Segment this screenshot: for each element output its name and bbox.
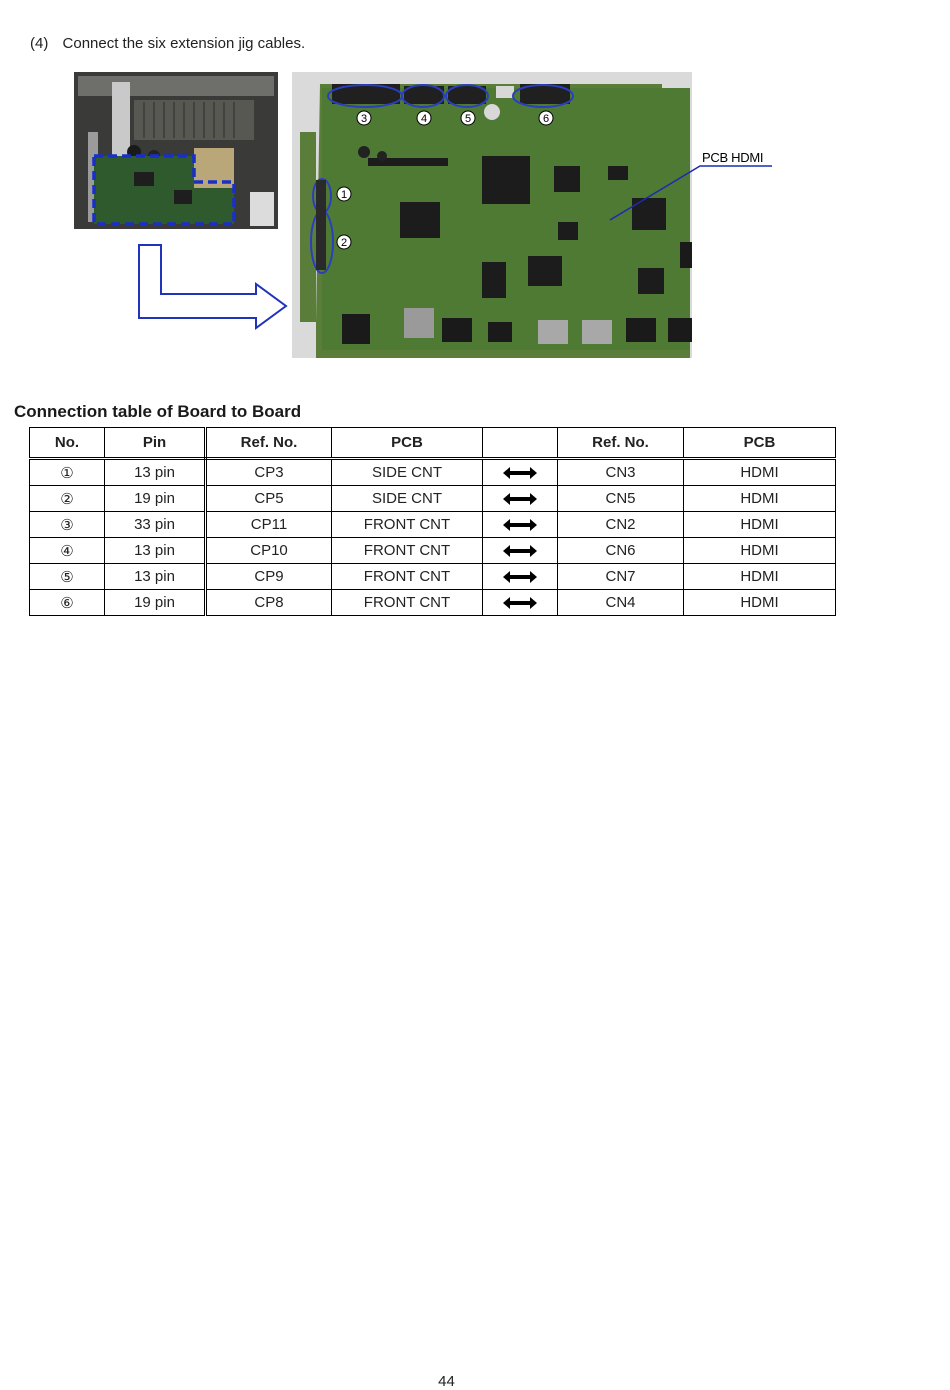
cell-ref-no-2: CN4 xyxy=(557,589,684,616)
cell-pcb-1: SIDE CNT xyxy=(331,458,483,486)
cell-pcb-2: HDMI xyxy=(683,485,836,512)
cell-ref-no-2: CN2 xyxy=(557,511,684,538)
cell-no: ⑤ xyxy=(29,563,105,590)
header-no: No. xyxy=(29,427,105,460)
svg-text:2: 2 xyxy=(341,237,347,249)
cell-pcb-1: FRONT CNT xyxy=(331,537,483,564)
flow-arrow xyxy=(138,244,288,330)
cell-ref-no-1: CP11 xyxy=(205,511,332,538)
svg-text:6: 6 xyxy=(543,113,549,125)
header-pcb-1: PCB xyxy=(331,427,483,460)
header-ref-no-2: Ref. No. xyxy=(557,427,684,460)
cell-no: ① xyxy=(29,458,105,486)
table-header-row: No. Pin Ref. No. PCB Ref. No. PCB xyxy=(29,427,836,460)
cell-arrow xyxy=(482,485,558,512)
header-pin: Pin xyxy=(104,427,207,460)
double-arrow-icon xyxy=(503,492,537,505)
section-title: Connection table of Board to Board xyxy=(14,402,302,421)
header-pcb-2: PCB xyxy=(683,427,836,460)
cell-no: ③ xyxy=(29,511,105,538)
table-row: ③ 33 pin CP11 FRONT CNT CN2 HDMI xyxy=(29,511,836,538)
cell-pcb-2: HDMI xyxy=(683,458,836,486)
pcb-label-callout-line xyxy=(609,165,772,221)
pcb-hdmi-photo: 3 4 5 6 1 2 xyxy=(292,72,692,358)
cell-arrow xyxy=(482,458,558,486)
double-arrow-icon xyxy=(503,596,537,609)
svg-text:1: 1 xyxy=(341,189,347,201)
cell-ref-no-1: CP10 xyxy=(205,537,332,564)
pcb-hdmi-label: PCB HDMI xyxy=(702,150,764,165)
double-arrow-icon xyxy=(503,544,537,557)
cell-pcb-1: FRONT CNT xyxy=(331,589,483,616)
svg-text:3: 3 xyxy=(361,113,367,125)
cell-ref-no-2: CN7 xyxy=(557,563,684,590)
cell-arrow xyxy=(482,537,558,564)
cell-no: ④ xyxy=(29,537,105,564)
svg-text:4: 4 xyxy=(421,113,427,125)
table-row: ② 19 pin CP5 SIDE CNT CN5 HDMI xyxy=(29,485,836,512)
cell-ref-no-1: CP8 xyxy=(205,589,332,616)
step-instruction: (4) Connect the six extension jig cables… xyxy=(30,35,305,52)
svg-text:5: 5 xyxy=(465,113,471,125)
cell-pin: 13 pin xyxy=(104,458,207,486)
cell-pcb-2: HDMI xyxy=(683,511,836,538)
cell-pin: 19 pin xyxy=(104,485,207,512)
cell-pcb-2: HDMI xyxy=(683,589,836,616)
cell-no: ⑥ xyxy=(29,589,105,616)
cell-pcb-2: HDMI xyxy=(683,537,836,564)
cell-pin: 19 pin xyxy=(104,589,207,616)
cell-pin: 13 pin xyxy=(104,563,207,590)
cell-ref-no-1: CP9 xyxy=(205,563,332,590)
double-arrow-icon xyxy=(503,570,537,583)
cell-pcb-1: FRONT CNT xyxy=(331,511,483,538)
cell-ref-no-2: CN3 xyxy=(557,458,684,486)
header-arrow xyxy=(482,427,558,460)
chassis-overview-photo xyxy=(74,72,278,229)
cell-arrow xyxy=(482,511,558,538)
cell-ref-no-2: CN6 xyxy=(557,537,684,564)
double-arrow-icon xyxy=(503,518,537,531)
cell-ref-no-1: CP5 xyxy=(205,485,332,512)
cell-ref-no-2: CN5 xyxy=(557,485,684,512)
cell-arrow xyxy=(482,589,558,616)
cell-pcb-1: SIDE CNT xyxy=(331,485,483,512)
cell-pin: 13 pin xyxy=(104,537,207,564)
cell-arrow xyxy=(482,563,558,590)
cell-no: ② xyxy=(29,485,105,512)
cell-pcb-2: HDMI xyxy=(683,563,836,590)
connection-table: No. Pin Ref. No. PCB Ref. No. PCB ① 13 p… xyxy=(29,427,836,616)
step-text: Connect the six extension jig cables. xyxy=(62,35,306,52)
double-arrow-icon xyxy=(503,466,537,479)
table-row: ⑥ 19 pin CP8 FRONT CNT CN4 HDMI xyxy=(29,589,836,616)
cell-pin: 33 pin xyxy=(104,511,207,538)
cell-ref-no-1: CP3 xyxy=(205,458,332,486)
page-number: 44 xyxy=(438,1373,455,1390)
table-row: ④ 13 pin CP10 FRONT CNT CN6 HDMI xyxy=(29,537,836,564)
header-ref-no-1: Ref. No. xyxy=(205,427,332,460)
table-row: ⑤ 13 pin CP9 FRONT CNT CN7 HDMI xyxy=(29,563,836,590)
step-number: (4) xyxy=(30,35,49,52)
table-row: ① 13 pin CP3 SIDE CNT CN3 HDMI xyxy=(29,458,836,486)
cell-pcb-1: FRONT CNT xyxy=(331,563,483,590)
